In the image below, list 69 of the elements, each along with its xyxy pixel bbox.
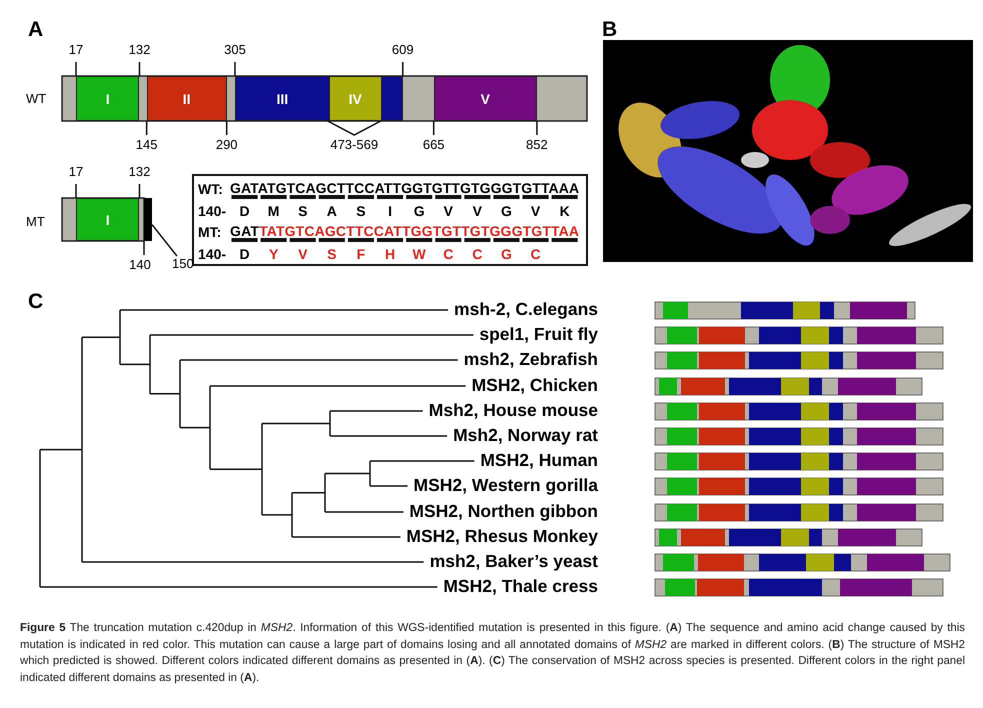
amino-acid-letter: H [384, 246, 396, 262]
residue-number: 665 [422, 137, 445, 152]
domain-box: II [146, 76, 227, 121]
amino-acid-letter: D [239, 203, 250, 219]
species-name: Msh2, House mouse [428, 400, 598, 421]
sequence-label: MT: [198, 224, 222, 240]
amino-acid-letter: S [327, 246, 337, 262]
sequence-label: WT: [198, 181, 223, 197]
domain-box: I [76, 198, 140, 241]
residue-number: 305 [224, 42, 246, 57]
residue-number: 132 [128, 42, 150, 57]
species-name: msh-2, C.elegans [454, 299, 598, 320]
amino-acid-letter: M [268, 203, 280, 219]
amino-acid-letter: K [560, 203, 570, 219]
residue-number: 145 [136, 137, 158, 152]
amino-acid-letter: V [530, 203, 540, 219]
species-name: MSH2, Rhesus Monkey [406, 526, 598, 547]
row-label: MT [26, 214, 45, 229]
residue-number: 132 [128, 164, 150, 179]
dna-sequence: TATGTCAGCTTCCATTGGTGTTGTGGGTGTTAA [259, 223, 580, 239]
residue-number: 609 [392, 42, 414, 57]
panel-letter: B [602, 18, 618, 42]
amino-acid-letter: G [414, 203, 425, 219]
amino-acid-letter: W [412, 246, 426, 262]
amino-acid-letter: S [356, 203, 366, 219]
residue-number: 150 [172, 256, 194, 271]
row-label: WT [26, 91, 46, 106]
leader-line [151, 224, 178, 256]
dna-sequence: GAT [230, 223, 260, 239]
domain-box: III IV [234, 76, 403, 121]
sequence-start-number: 140- [198, 203, 226, 219]
truncated-segment [144, 198, 152, 241]
domain-box: V [434, 76, 537, 121]
amino-acid-letter: Y [268, 246, 278, 262]
dna-sequence: GATATGTCAGCTTCCATTGGTGTTGTGGGTGTTAAA [230, 180, 580, 196]
amino-acid-letter: V [298, 246, 308, 262]
panel-letter: C [28, 290, 44, 314]
species-name: MSH2, Western gorilla [414, 475, 598, 496]
amino-acid-letter: I [388, 203, 392, 219]
amino-acid-letter: D [239, 246, 250, 262]
amino-acid-letter: V [444, 203, 453, 219]
amino-acid-letter: S [298, 203, 308, 219]
amino-acid-letter: F [356, 246, 366, 262]
amino-acid-letter: C [443, 246, 454, 262]
amino-acid-letter: G [501, 246, 512, 262]
residue-number: 17 [68, 42, 84, 57]
species-name: MSH2, Thale cress [443, 576, 598, 597]
residue-number: 140 [129, 257, 151, 272]
species-name: Msh2, Norway rat [453, 425, 598, 446]
panel-letter: A [28, 18, 44, 42]
residue-number: 290 [216, 137, 238, 152]
domain-box: IV [328, 76, 382, 121]
amino-acid-letter: G [501, 203, 512, 219]
residue-range: 473-569 [330, 137, 378, 152]
species-name: msh2, Zebrafish [464, 349, 598, 370]
species-name: spel1, Fruit fly [479, 324, 598, 345]
domain-box: I [76, 76, 140, 121]
sequence-start-number: 140- [198, 246, 226, 262]
residue-number: 17 [68, 164, 84, 179]
amino-acid-letter: C [472, 246, 482, 262]
species-name: MSH2, Northen gibbon [409, 501, 598, 522]
species-name: MSH2, Chicken [472, 375, 598, 396]
species-name: MSH2, Human [480, 450, 598, 471]
amino-acid-letter: C [530, 246, 541, 262]
figure-caption: Figure 5 The truncation mutation c.420dup in MSH2. Information of this WGS-identified mutation is presented in this figure. (A) The sequence and amino acid change caused by this mutation is indicated in red color. This mutation can cause a large part of domains losing and all annotated domains of MSH2 are marked in different colors. (B) The structure of MSH2 which predicted is showed. Different colors indicated different domains as presented in (A). (C) The conservation of MSH2 across species is presented. Different colors in the right panel indicated different domains as presented in (A). [20, 621, 965, 686]
residue-number: 852 [526, 137, 548, 152]
amino-acid-letter: V [472, 203, 482, 219]
species-name: msh2, Baker’s yeast [430, 551, 598, 572]
amino-acid-letter: A [326, 203, 337, 219]
